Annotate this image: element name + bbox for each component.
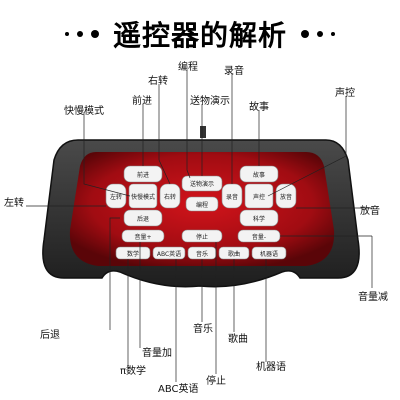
english-button-label: ABC英语	[157, 250, 181, 258]
callout-record: 录音	[224, 66, 244, 77]
callout-programming: 编程	[178, 62, 198, 73]
math-button-label: 数学	[127, 250, 139, 258]
callout-speed-mode: 快慢模式	[64, 106, 104, 117]
turn-right-button-label: 右转	[164, 193, 176, 201]
music-button-label: 音乐	[196, 250, 208, 258]
callout-stop: 停止	[206, 376, 226, 387]
volume-up-button-label: 音量+	[134, 233, 151, 241]
callout-story: 故事	[249, 102, 269, 113]
math-button[interactable]	[115, 246, 151, 260]
callout-math: π数学	[120, 366, 147, 377]
voice-control-button[interactable]	[244, 183, 274, 209]
callout-music: 音乐	[193, 324, 213, 335]
callout-forward: 前进	[132, 96, 152, 107]
title-dot	[90, 30, 99, 38]
turn-left-button[interactable]	[105, 183, 127, 209]
volume-up-button[interactable]	[121, 229, 165, 243]
page-title: 遥控器的解析	[112, 19, 287, 52]
title-dot	[64, 32, 69, 36]
callout-turn-right: 右转	[148, 76, 168, 87]
callout-robot-language: 机器语	[256, 362, 286, 373]
english-button[interactable]	[152, 246, 186, 260]
callout-volume-down: 音量减	[358, 292, 388, 303]
leader-speed-mode	[83, 112, 131, 197]
record-button-label: 录音	[226, 193, 238, 201]
backward-button[interactable]	[123, 209, 163, 227]
title-row: 遥控器的解析	[0, 14, 400, 54]
stop-button[interactable]	[181, 229, 223, 243]
callout-english: ABC英语	[158, 384, 199, 395]
programming-button[interactable]	[185, 196, 219, 212]
playback-button[interactable]	[275, 183, 297, 209]
title-dot	[301, 30, 309, 38]
title-dot	[76, 31, 83, 37]
leader-lines	[26, 70, 373, 382]
leader-voice-control	[267, 96, 347, 197]
playback-button-label: 放音	[280, 193, 292, 201]
volume-down-button-label: 音量-	[252, 233, 266, 241]
turn-left-button-label: 左转	[110, 193, 122, 201]
robot-language-button[interactable]	[251, 246, 287, 260]
robot-language-button-label: 机器语	[260, 250, 278, 258]
forward-button-label: 前进	[137, 171, 149, 179]
callout-turn-left: 左转	[4, 198, 24, 209]
science-button[interactable]	[239, 209, 279, 227]
callout-song: 歌曲	[228, 334, 248, 345]
leader-backward	[109, 217, 120, 330]
title-dot	[331, 32, 335, 36]
delivery-demo-button-label: 送物演示	[190, 180, 214, 188]
speed-mode-button-label: 快慢模式	[131, 193, 155, 201]
story-button-label: 故事	[253, 171, 265, 179]
science-button-label: 科学	[253, 215, 265, 223]
leader-programming	[186, 70, 191, 179]
stop-button-label: 停止	[196, 233, 208, 241]
callout-backward: 后退	[40, 330, 60, 341]
callout-delivery-demo: 送物演示	[190, 96, 230, 107]
programming-button-label: 编程	[196, 201, 208, 209]
voice-control-button-label: 声控	[253, 193, 265, 201]
callout-playback: 放音	[360, 206, 380, 217]
backward-button-label: 后退	[137, 215, 149, 223]
callout-volume-up: 音量加	[142, 348, 172, 359]
right-cluster: 故事 科学 录音 放音 声控	[221, 165, 297, 227]
left-dpad: 前进 后退 左转 右转 快慢模式	[105, 165, 181, 227]
callout-voice-control: 声控	[335, 88, 355, 99]
title-dot	[317, 31, 323, 37]
song-button-label: 歌曲	[228, 250, 240, 258]
leader-turn-right	[158, 84, 171, 185]
antenna	[200, 126, 206, 138]
